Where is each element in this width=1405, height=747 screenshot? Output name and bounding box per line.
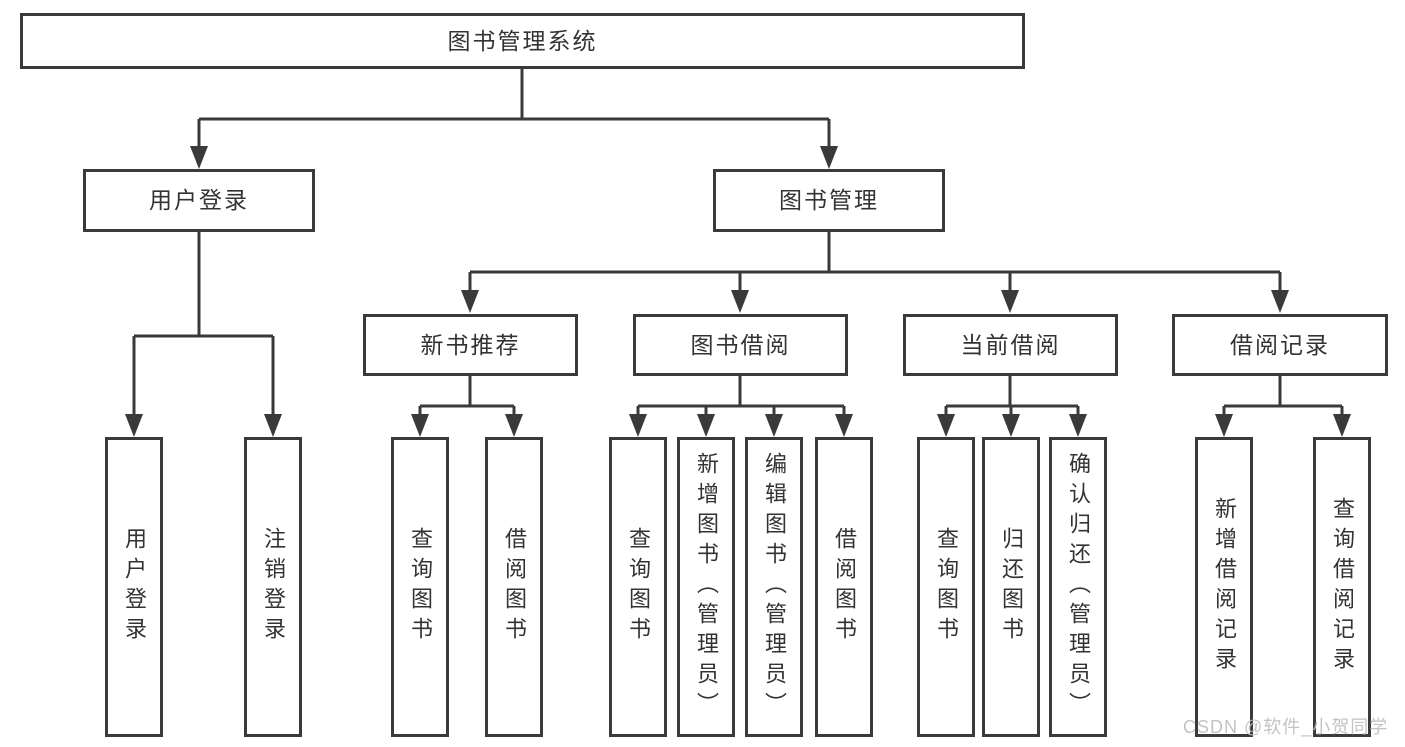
leaf-add-book-admin-label: 新增图书（管理员） xyxy=(694,452,719,722)
leaf-borrow-books-label: 借阅图书 xyxy=(832,527,857,647)
arrow-icon xyxy=(125,414,143,437)
connector-book-management-children xyxy=(468,232,1282,294)
node-book-management: 图书管理 xyxy=(713,169,945,232)
node-book-management-label: 图书管理 xyxy=(779,187,879,213)
connector-root-to-level2 xyxy=(197,69,831,150)
arrow-icon xyxy=(697,414,715,437)
leaf-confirm-return-admin-label: 确认归还（管理员） xyxy=(1066,452,1091,722)
leaf-query-books-current: 查询图书 xyxy=(917,437,975,737)
node-current-borrow-label: 当前借阅 xyxy=(960,331,1061,358)
leaf-borrow-books: 借阅图书 xyxy=(815,437,873,737)
arrow-icon xyxy=(264,414,282,437)
node-new-book-recommend: 新书推荐 xyxy=(363,314,578,376)
node-book-borrow-label: 图书借阅 xyxy=(690,331,791,358)
leaf-confirm-return-admin: 确认归还（管理员） xyxy=(1049,437,1107,737)
leaf-logout-label: 注销登录 xyxy=(261,527,286,647)
arrow-icon xyxy=(1001,290,1019,313)
arrow-icon xyxy=(765,414,783,437)
connector-new-book-recommend-children xyxy=(418,376,516,418)
connector-borrow-records-children xyxy=(1222,376,1344,418)
leaf-query-books-recommend-label: 查询图书 xyxy=(408,527,433,647)
arrow-icon xyxy=(190,146,208,169)
connector-current-borrow-children xyxy=(944,376,1080,418)
leaf-add-borrow-record: 新增借阅记录 xyxy=(1195,437,1253,737)
leaf-borrow-books-recommend: 借阅图书 xyxy=(485,437,543,737)
node-root-label: 图书管理系统 xyxy=(447,27,598,54)
connector-book-borrow-children xyxy=(636,376,846,418)
arrow-icon xyxy=(937,414,955,437)
connector-user-login-children xyxy=(132,232,275,418)
node-user-login-label: 用户登录 xyxy=(149,187,249,213)
node-borrow-records: 借阅记录 xyxy=(1172,314,1388,376)
leaf-edit-book-admin-label: 编辑图书（管理员） xyxy=(762,452,787,722)
arrowheads xyxy=(125,146,1351,437)
arrow-icon xyxy=(835,414,853,437)
node-new-book-recommend-label: 新书推荐 xyxy=(420,331,521,358)
node-root: 图书管理系统 xyxy=(20,13,1025,69)
arrow-icon xyxy=(411,414,429,437)
leaf-return-book: 归还图书 xyxy=(982,437,1040,737)
leaf-query-borrow-record: 查询借阅记录 xyxy=(1313,437,1371,737)
arrow-icon xyxy=(820,146,838,169)
leaf-add-book-admin: 新增图书（管理员） xyxy=(677,437,735,737)
leaf-edit-book-admin: 编辑图书（管理员） xyxy=(745,437,803,737)
watermark: CSDN @软件_小贺同学 xyxy=(1183,717,1389,737)
leaf-query-books-borrow: 查询图书 xyxy=(609,437,667,737)
node-current-borrow: 当前借阅 xyxy=(903,314,1118,376)
leaf-add-borrow-record-label: 新增借阅记录 xyxy=(1212,497,1237,677)
arrow-icon xyxy=(731,290,749,313)
arrow-icon xyxy=(1333,414,1351,437)
leaf-user-login: 用户登录 xyxy=(105,437,163,737)
arrow-icon xyxy=(1215,414,1233,437)
arrow-icon xyxy=(1271,290,1289,313)
arrow-icon xyxy=(461,290,479,313)
leaf-borrow-books-recommend-label: 借阅图书 xyxy=(502,527,527,647)
arrow-icon xyxy=(505,414,523,437)
node-user-login: 用户登录 xyxy=(83,169,315,232)
leaf-return-book-label: 归还图书 xyxy=(999,527,1024,647)
leaf-logout: 注销登录 xyxy=(244,437,302,737)
leaf-query-books-borrow-label: 查询图书 xyxy=(626,527,651,647)
arrow-icon xyxy=(629,414,647,437)
leaf-query-books-current-label: 查询图书 xyxy=(934,527,959,647)
arrow-icon xyxy=(1069,414,1087,437)
leaf-query-borrow-record-label: 查询借阅记录 xyxy=(1330,497,1355,677)
arrow-icon xyxy=(1002,414,1020,437)
leaf-user-login-label: 用户登录 xyxy=(122,527,147,647)
node-borrow-records-label: 借阅记录 xyxy=(1230,331,1330,358)
leaf-query-books-recommend: 查询图书 xyxy=(391,437,449,737)
node-book-borrow: 图书借阅 xyxy=(633,314,848,376)
